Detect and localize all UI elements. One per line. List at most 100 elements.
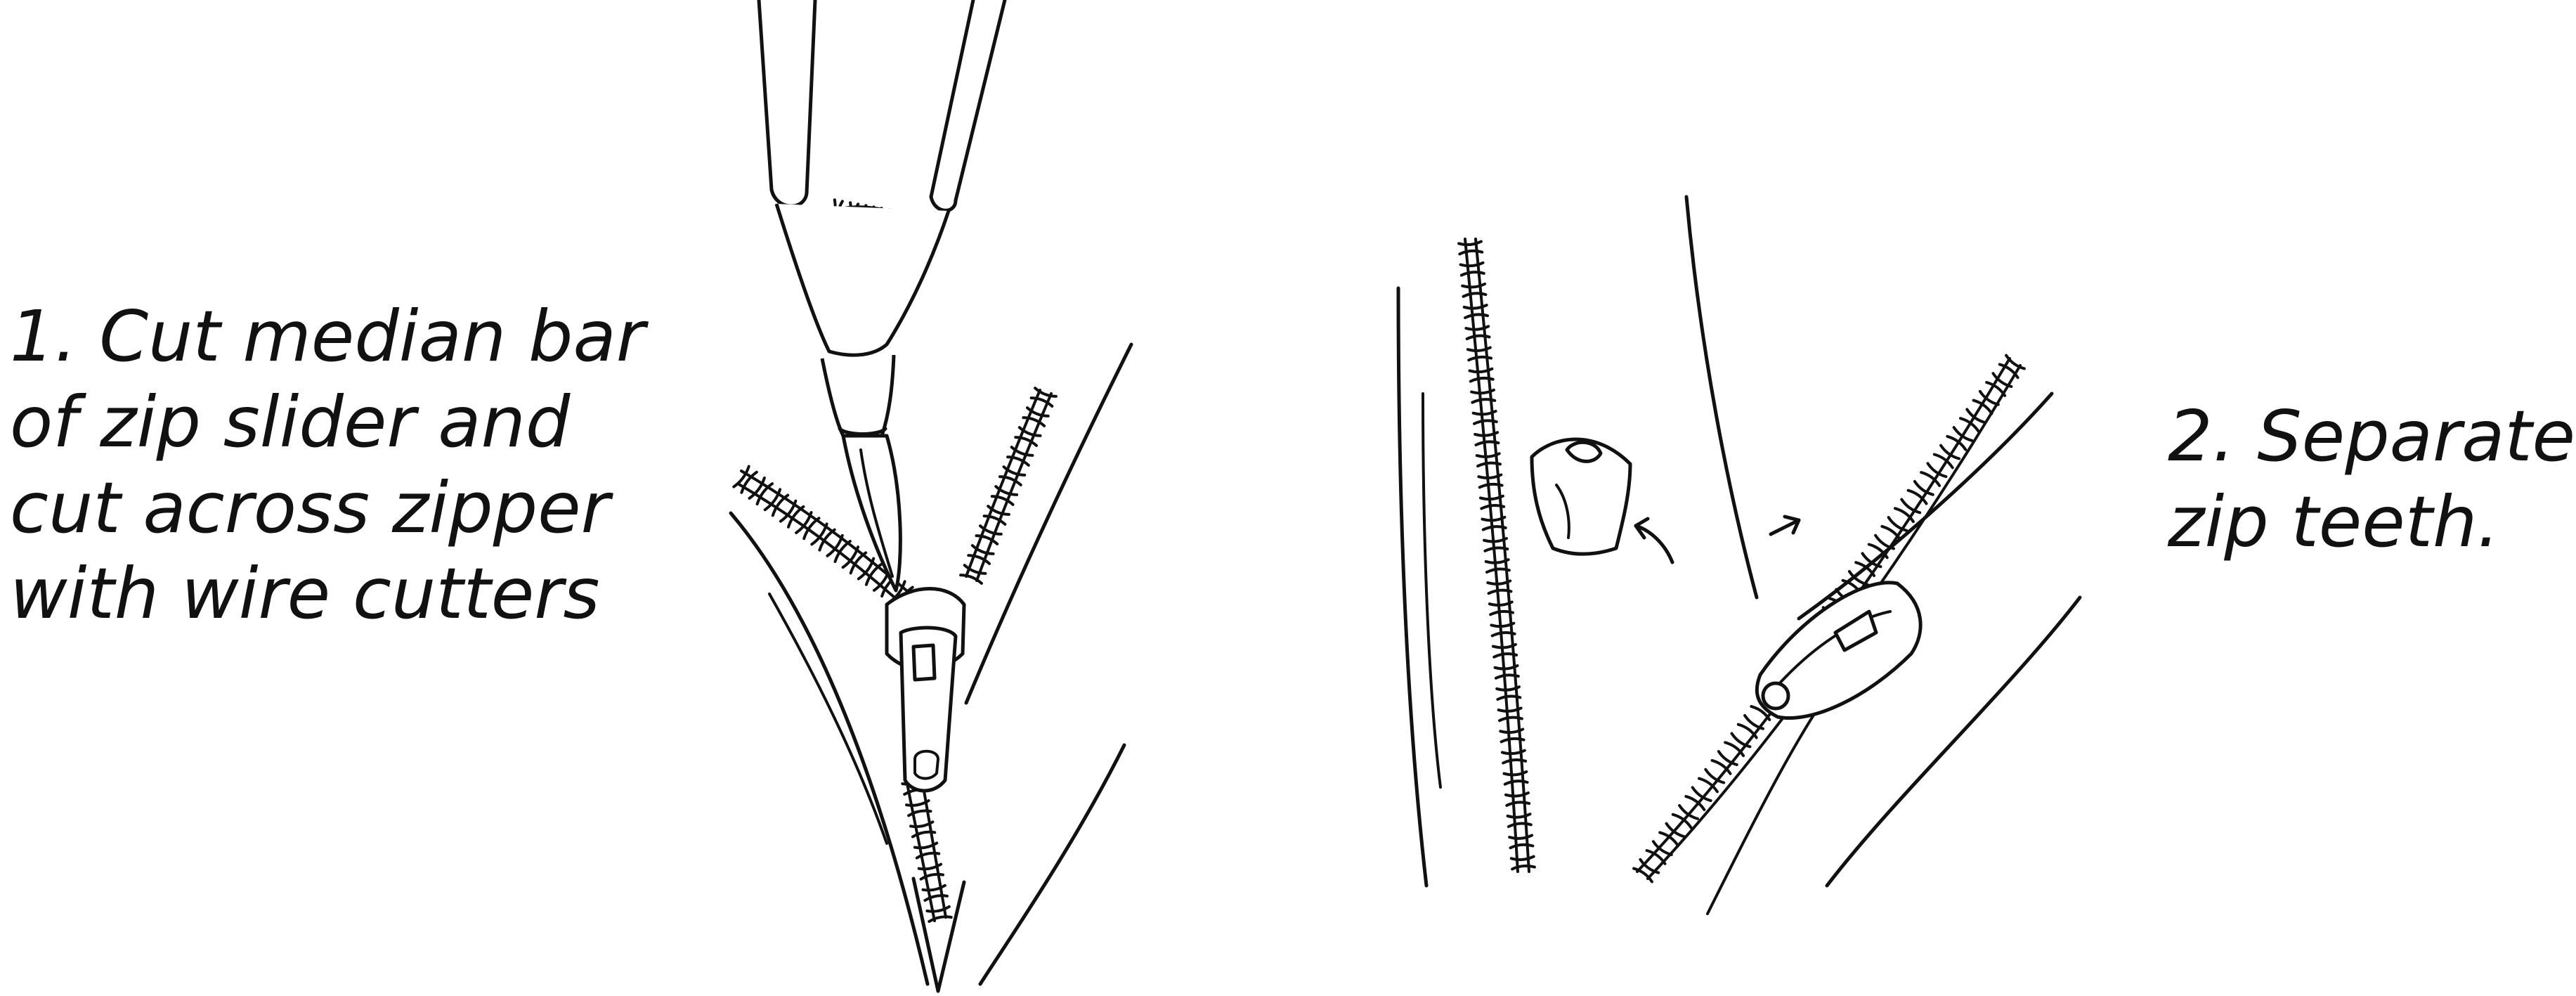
step-1-illustration <box>729 0 1133 993</box>
zipper-tooth <box>1665 822 1686 839</box>
zipper-tooth <box>1486 579 1512 586</box>
zipper-tooth <box>1480 503 1506 510</box>
zipper-tooth <box>1485 567 1511 574</box>
zipper-tooth <box>1467 355 1493 362</box>
zipper-tooth <box>998 475 1022 486</box>
zipper-tooth <box>1991 372 2013 388</box>
zipper-tooth <box>1736 723 1758 739</box>
zipper-tooth <box>1476 461 1502 468</box>
zipper-tooth <box>1474 431 1500 437</box>
zipper-tooth <box>975 534 999 545</box>
zipper-tooth <box>1639 858 1660 874</box>
zipper-tooth <box>748 476 766 500</box>
zipper-tooth <box>802 517 821 541</box>
zipper-tooth <box>1481 525 1507 531</box>
zipper-tooth <box>1507 822 1533 828</box>
zipper-tooth <box>1026 406 1050 418</box>
zipper-tooth <box>1468 367 1494 374</box>
zipper-tooth <box>979 524 1003 536</box>
zipper-tooth <box>1847 570 1869 586</box>
step-1-line-1: 1. Cut median bar <box>10 295 645 377</box>
zipper-teeth-right <box>965 389 1053 582</box>
zipper-tooth <box>1959 417 1980 433</box>
fabric-right-edge <box>964 342 1133 705</box>
zipper-tooth <box>1894 507 1915 524</box>
fabric-left-edge <box>729 511 930 986</box>
zipper-tooth <box>1939 444 1960 460</box>
step-1-caption: 1. Cut median bar of zip slider and cut … <box>10 294 645 637</box>
step-1-line-3: cut across zipper <box>10 467 610 549</box>
zipper-tooth <box>1503 780 1529 786</box>
zipper-tooth <box>1499 727 1525 735</box>
zipper-tooth <box>1492 652 1518 659</box>
zipper-tooth <box>841 545 859 569</box>
zipper-tooth <box>1671 813 1693 829</box>
teeth-row-right-1 <box>959 387 1058 585</box>
fabric-panel-left-inner <box>1422 392 1442 789</box>
fabric-panel-left-outer <box>1396 286 1429 888</box>
zipper-tooth <box>1034 387 1058 398</box>
zipper-tooth <box>1900 498 1922 515</box>
zipper-tooth <box>970 544 995 555</box>
zipper-tooth <box>1511 864 1536 871</box>
zipper-tooth <box>1684 795 1706 811</box>
zipper-tooth <box>1459 271 1485 277</box>
zipper-tooth <box>1867 543 1889 560</box>
zipper-tooth <box>1504 791 1530 798</box>
fabric-left-inner <box>768 593 888 845</box>
zipper-tooth <box>1464 313 1489 319</box>
zipper-tooth <box>1493 664 1519 671</box>
zipper-tooth <box>1632 867 1653 884</box>
zipper-tooth <box>987 505 1010 516</box>
zipper-tooth <box>1887 516 1908 532</box>
zipper-tooth <box>1002 465 1027 477</box>
zipper-tooth <box>1474 440 1500 446</box>
zipper-tooth <box>1498 716 1523 723</box>
zipper-tooth <box>1010 446 1034 457</box>
zipper-tooth <box>1502 758 1528 765</box>
zipper-tooth <box>1029 396 1054 408</box>
zipper-tooth <box>911 830 937 839</box>
zipper-tooth <box>864 562 883 586</box>
zipper-tooth <box>795 511 813 534</box>
zipper-tooth <box>1471 410 1497 416</box>
zipper-tooth <box>1946 434 1967 451</box>
zipper-tooth <box>1462 292 1488 298</box>
zipper-tooth <box>928 915 953 923</box>
zipper-tooth <box>1461 283 1487 289</box>
small-arrow-icon <box>1769 515 1801 536</box>
zipper-tooth <box>1506 813 1532 819</box>
wire-cutters <box>757 0 1007 593</box>
fabric-panel-right-upper <box>1797 392 2054 621</box>
zipper-tooth <box>919 872 944 881</box>
zipper-tooth <box>1473 419 1498 425</box>
step-1-line-2: of zip slider and <box>10 381 571 463</box>
fabric-panel-right-lower <box>1825 595 2082 888</box>
zipper-tooth <box>755 482 774 506</box>
zipper-tooth <box>925 905 951 913</box>
zipper-tooth <box>1509 855 1535 862</box>
zipper-tooth <box>913 841 939 850</box>
fabric-middle-seam <box>1684 195 1759 600</box>
zipper-tooth <box>1475 452 1501 458</box>
zipper-tooth <box>963 564 987 575</box>
zipper-tooth <box>1913 479 1934 496</box>
zipper-tooth <box>1717 750 1738 766</box>
zipper-tooth <box>1926 462 1948 479</box>
zipper-tooth <box>1477 473 1503 479</box>
zipper-tooth <box>1483 537 1508 543</box>
zipper-tooth <box>1920 471 1941 487</box>
zipper-tooth <box>787 505 805 529</box>
zipper-tooth <box>849 551 868 575</box>
zipper-tooth <box>1965 408 1987 425</box>
cut-median-bar-piece <box>1530 437 1632 556</box>
zipper-tooth <box>917 862 943 871</box>
zipper-tooth <box>810 522 828 546</box>
zipper-tooth <box>1710 758 1732 775</box>
zipper-tooth <box>1017 426 1042 437</box>
zipper-tooth <box>1651 840 1673 856</box>
zipper-tooth <box>1479 494 1504 501</box>
zipper-tooth <box>1471 398 1497 404</box>
zip-slider-remaining <box>1755 581 1923 720</box>
